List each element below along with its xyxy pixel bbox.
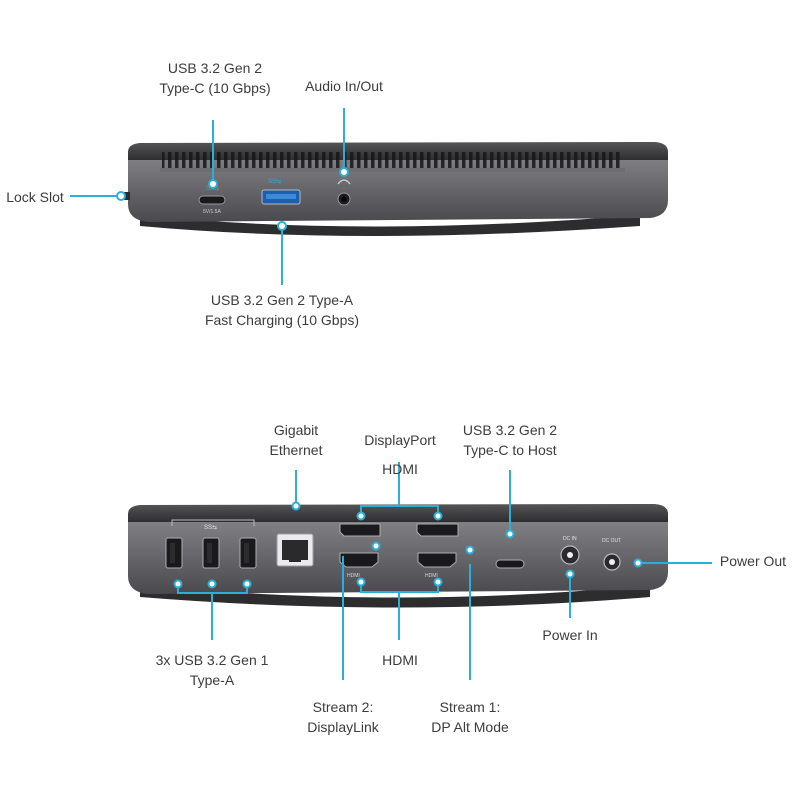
callout-usb-c-host-line1: USB 3.2 Gen 2 [462,422,558,438]
callout-lock-slot-line1: Lock Slot [6,189,64,205]
callout-audio-line1: Audio In/Out [305,78,383,94]
usb-a-logo: SS⇆ [268,178,281,185]
callout-stream2-line2: DisplayLink [307,719,379,735]
dc-in-marking: DC IN [563,536,577,542]
callout-ethernet-line2: Ethernet [269,442,323,458]
callout-power-out: Power Out [712,551,794,571]
callout-usb-a-front-line2: Fast Charging (10 Gbps) [204,312,360,328]
callout-usb-c-front-line1: USB 3.2 Gen 2 [167,60,263,76]
dc-out-marking: DC OUT [602,538,621,544]
callout-stream1: Stream 1: DP Alt Mode [405,697,535,737]
callout-usb-a-3x-line2: Type-A [189,672,235,688]
callout-usb-a-front-line1: USB 3.2 Gen 2 Type-A [210,292,354,308]
callout-ethernet-line1: Gigabit [273,422,319,438]
callout-power-out-line1: Power Out [719,553,787,569]
callout-displayport-line1: DisplayPort [364,432,436,448]
callout-usb-c-front-line2: Type-C (10 Gbps) [159,80,271,96]
hdmi-1-marking: HDMI [347,573,360,579]
callout-ethernet: Gigabit Ethernet [250,420,342,460]
usb-a-rear-logo: SS⇆ [204,524,217,531]
rear-callout-dots [173,501,643,589]
callout-usb-c-host-line2: Type-C to Host [463,442,557,458]
callout-stream2: Stream 2: DisplayLink [278,697,408,737]
rear-callout-lines [177,462,712,680]
callout-power-in-line1: Power In [542,627,598,643]
callout-usb-a-front: USB 3.2 Gen 2 Type-A Fast Charging (10 G… [182,290,382,330]
callout-hdmi-bottom-line1: HDMI [382,652,418,668]
callout-usb-c-front: USB 3.2 Gen 2 Type-C (10 Gbps) [140,58,290,98]
callout-hdmi-bottom: HDMI [360,650,440,670]
front-device: SS⇆ 5V/1.5A SS⇆ [124,142,668,236]
callout-stream1-line1: Stream 1: [439,699,501,715]
callout-usb-a-3x: 3x USB 3.2 Gen 1 Type-A [132,650,292,690]
headset-icon [337,179,351,185]
rear-device: SS⇆ HDMI HDMI DC IN DC OUT [128,504,668,608]
callout-usb-c-host: USB 3.2 Gen 2 Type-C to Host [440,420,580,460]
front-callout-dots [116,167,349,231]
callout-power-in: Power In [525,625,615,645]
front-callout-lines [70,108,345,285]
callout-usb-a-3x-line1: 3x USB 3.2 Gen 1 [155,652,269,668]
callout-hdmi-top: HDMI [360,459,440,479]
callout-lock-slot: Lock Slot [0,187,70,207]
callout-stream1-line2: DP Alt Mode [431,719,509,735]
usb-c-spec-text: 5V/1.5A [203,209,221,215]
hdmi-2-marking: HDMI [425,573,438,579]
callout-stream2-line1: Stream 2: [312,699,374,715]
callout-hdmi-top-line1: HDMI [382,461,418,477]
callout-displayport: DisplayPort [345,430,455,450]
callout-audio: Audio In/Out [288,76,400,96]
